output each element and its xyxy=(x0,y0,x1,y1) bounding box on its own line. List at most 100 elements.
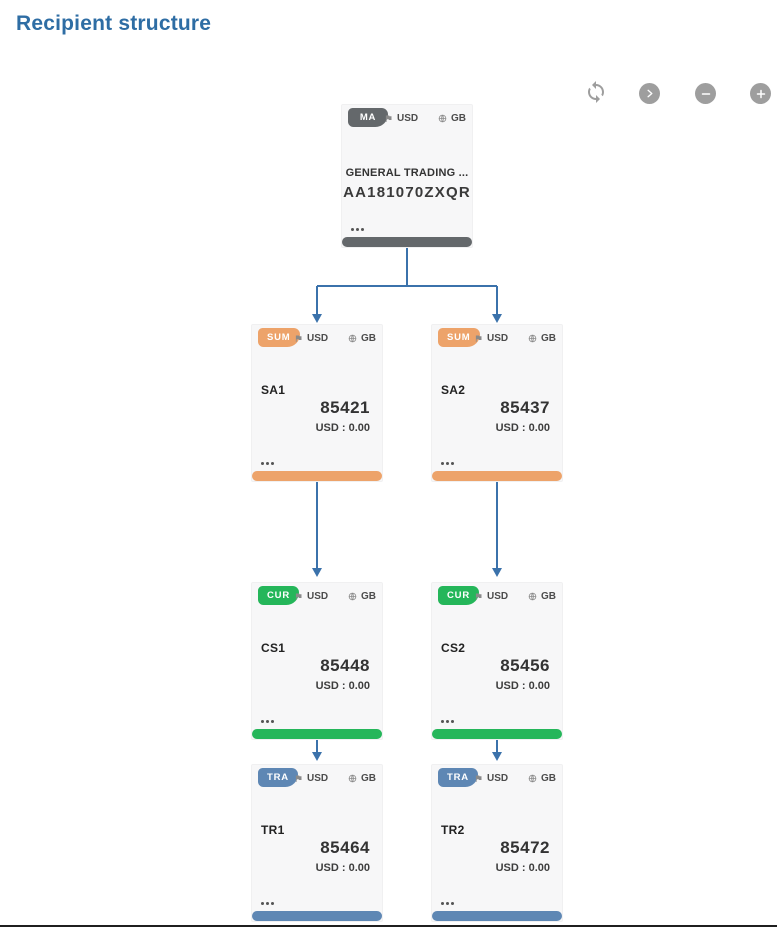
node-type-badge: TRA xyxy=(258,768,298,787)
currency-label: USD xyxy=(487,591,509,602)
node-balance: USD : 0.00 xyxy=(315,422,370,434)
flag-icon xyxy=(295,593,302,600)
root-name: GENERAL TRADING ... xyxy=(345,167,469,179)
node-type-badge: MA xyxy=(348,108,388,127)
globe-icon xyxy=(438,114,447,123)
node-type-badge: CUR xyxy=(258,586,299,605)
currency-item: USD xyxy=(384,113,418,124)
node-card-tr1[interactable]: TRA USD GB TR1 85464 USD : 0.00 xyxy=(251,764,383,922)
country-item: GB xyxy=(348,591,376,602)
country-label: GB xyxy=(361,591,376,602)
sync-icon-glyph xyxy=(588,81,604,103)
chevron-right-icon[interactable] xyxy=(639,83,660,104)
node-label: CS2 xyxy=(441,641,466,655)
node-balance: USD : 0.00 xyxy=(315,680,370,692)
node-type-badge: SUM xyxy=(438,328,480,347)
node-number: 85448 xyxy=(320,656,370,675)
flag-icon xyxy=(295,775,302,782)
currency-label: USD xyxy=(397,113,419,124)
node-balance: USD : 0.00 xyxy=(495,680,550,692)
country-item: GB xyxy=(528,591,556,602)
card-color-bar xyxy=(432,729,562,739)
node-label: TR2 xyxy=(441,823,465,837)
currency-label: USD xyxy=(307,333,329,344)
sync-icon[interactable] xyxy=(583,80,609,106)
card-color-bar xyxy=(432,911,562,921)
currency-label: USD xyxy=(307,591,329,602)
node-label: SA1 xyxy=(261,383,286,397)
node-number: 85421 xyxy=(320,398,370,417)
ellipsis-icon[interactable] xyxy=(261,720,274,723)
globe-icon xyxy=(528,592,537,601)
currency-item: USD xyxy=(474,333,508,344)
flag-icon xyxy=(385,115,392,122)
country-label: GB xyxy=(541,591,556,602)
country-label: GB xyxy=(541,773,556,784)
globe-icon xyxy=(528,774,537,783)
globe-icon xyxy=(348,592,357,601)
node-balance: USD : 0.00 xyxy=(315,862,370,874)
ellipsis-icon[interactable] xyxy=(261,462,274,465)
country-label: GB xyxy=(361,333,376,344)
node-number: 85472 xyxy=(500,838,550,857)
currency-item: USD xyxy=(474,591,508,602)
node-card-cs1[interactable]: CUR USD GB CS1 85448 USD : 0.00 xyxy=(251,582,383,740)
card-color-bar xyxy=(252,729,382,739)
plus-glyph xyxy=(756,89,765,98)
node-number: 85456 xyxy=(500,656,550,675)
zoom-in-icon[interactable] xyxy=(750,83,771,104)
country-item: GB xyxy=(348,333,376,344)
node-label: CS1 xyxy=(261,641,286,655)
country-item: GB xyxy=(348,773,376,784)
node-label: TR1 xyxy=(261,823,285,837)
page-title: Recipient structure xyxy=(16,12,212,35)
chevron-right-glyph xyxy=(647,89,653,98)
node-type-badge: SUM xyxy=(258,328,300,347)
node-number: 85437 xyxy=(500,398,550,417)
flag-icon xyxy=(475,335,482,342)
currency-label: USD xyxy=(487,333,509,344)
node-balance: USD : 0.00 xyxy=(495,422,550,434)
card-color-bar xyxy=(252,471,382,481)
currency-item: USD xyxy=(294,333,328,344)
ellipsis-icon[interactable] xyxy=(441,720,454,723)
ellipsis-icon[interactable] xyxy=(441,462,454,465)
zoom-out-icon[interactable] xyxy=(695,83,716,104)
node-balance: USD : 0.00 xyxy=(495,862,550,874)
currency-label: USD xyxy=(307,773,329,784)
country-label: GB xyxy=(361,773,376,784)
node-label: SA2 xyxy=(441,383,466,397)
flag-icon xyxy=(475,775,482,782)
node-card-root[interactable]: MA USD GB GENERAL TRADING ... AA181070ZX… xyxy=(341,104,473,248)
node-type-badge: TRA xyxy=(438,768,478,787)
node-card-sa2[interactable]: SUM USD GB SA2 85437 USD : 0.00 xyxy=(431,324,563,482)
node-number: 85464 xyxy=(320,838,370,857)
ellipsis-icon[interactable] xyxy=(441,902,454,905)
globe-icon xyxy=(528,334,537,343)
node-card-tr2[interactable]: TRA USD GB TR2 85472 USD : 0.00 xyxy=(431,764,563,922)
ellipsis-icon[interactable] xyxy=(351,228,364,231)
node-card-cs2[interactable]: CUR USD GB CS2 85456 USD : 0.00 xyxy=(431,582,563,740)
card-color-bar xyxy=(432,471,562,481)
country-item: GB xyxy=(528,333,556,344)
currency-item: USD xyxy=(294,591,328,602)
country-item: GB xyxy=(528,773,556,784)
flag-icon xyxy=(475,593,482,600)
card-color-bar xyxy=(252,911,382,921)
currency-item: USD xyxy=(474,773,508,784)
ellipsis-icon[interactable] xyxy=(261,902,274,905)
root-account-code: AA181070ZXQR xyxy=(343,184,471,201)
flag-icon xyxy=(295,335,302,342)
currency-label: USD xyxy=(487,773,509,784)
country-label: GB xyxy=(541,333,556,344)
node-type-badge: CUR xyxy=(438,586,479,605)
node-card-sa1[interactable]: SUM USD GB SA1 85421 USD : 0.00 xyxy=(251,324,383,482)
card-color-bar xyxy=(342,237,472,247)
currency-item: USD xyxy=(294,773,328,784)
bottom-border xyxy=(0,925,777,927)
country-item: GB xyxy=(438,113,466,124)
country-label: GB xyxy=(451,113,466,124)
globe-icon xyxy=(348,334,357,343)
globe-icon xyxy=(348,774,357,783)
minus-glyph xyxy=(701,92,710,95)
